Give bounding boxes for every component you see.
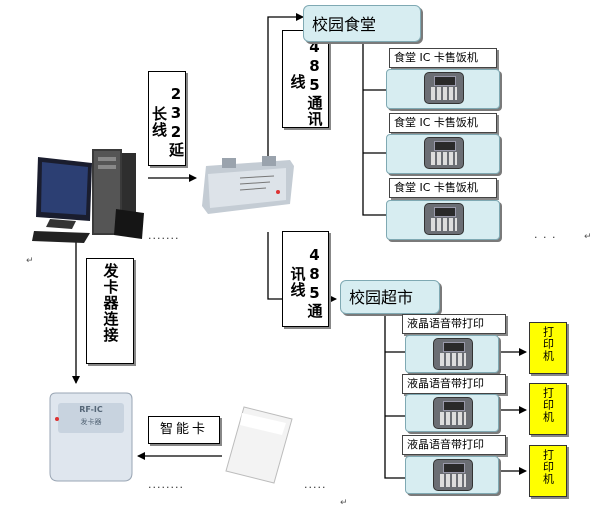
ellipsis-pc: ······· [148, 232, 180, 245]
pos-terminal-icon [424, 72, 464, 104]
pos-terminal-icon [433, 338, 473, 370]
supermarket-terminal-text-2: 液晶语音带打印 [407, 377, 484, 390]
canteen-terminal-label-3: 食堂 IC 卡售饭机 [389, 178, 497, 198]
canteen-header: 校园食堂 [303, 5, 421, 42]
rs485-top-text: 485通讯线 [288, 37, 324, 127]
pos-terminal-icon [433, 397, 473, 429]
supermarket-terminal-1 [405, 335, 499, 373]
canteen-terminal-1 [386, 69, 500, 109]
printer-text-3: 打印机 [541, 449, 555, 485]
canteen-terminal-text-3: 食堂 IC 卡售饭机 [394, 181, 478, 194]
pos-terminal-icon [433, 459, 473, 491]
printer-text-1: 打印机 [541, 326, 555, 362]
reader-name: 发卡器 [80, 418, 102, 426]
ellipsis-canteen: · · · [534, 231, 557, 244]
rs485-bottom-label: 485通讯线 [282, 231, 329, 327]
pos-terminal-icon [424, 137, 464, 169]
smart-card-icon [222, 405, 294, 485]
rs485-top-label: 485通讯线 [282, 30, 329, 128]
rs485-bottom-text: 485通讯线 [288, 245, 324, 319]
supermarket-terminal-label-3: 液晶语音带打印 [402, 435, 506, 455]
supermarket-terminal-label-2: 液晶语音带打印 [402, 374, 506, 394]
canteen-terminal-text-2: 食堂 IC 卡售饭机 [394, 116, 478, 129]
ellipsis-reader: ········ [148, 481, 184, 494]
supermarket-terminal-text-1: 液晶语音带打印 [407, 317, 484, 330]
supermarket-terminal-label-1: 液晶语音带打印 [402, 314, 506, 334]
reader-brand: RF-IC [79, 405, 103, 414]
rs232-rs485-converter-icon [200, 156, 296, 220]
supermarket-title: 校园超市 [349, 288, 414, 307]
supermarket-terminal-3 [405, 456, 499, 494]
canteen-terminal-2 [386, 134, 500, 174]
rs232-extension-text: 232延长线 [150, 85, 185, 158]
smart-card-label: 智能卡 [148, 416, 220, 444]
canteen-terminal-label-1: 食堂 IC 卡售饭机 [389, 48, 497, 68]
printer-1: 打印机 [529, 322, 567, 374]
canteen-terminal-3 [386, 200, 500, 240]
card-reader-icon: RF-IC 发卡器 [48, 389, 134, 485]
canteen-title: 校园食堂 [312, 15, 377, 34]
canteen-terminal-label-2: 食堂 IC 卡售饭机 [389, 113, 497, 133]
canteen-terminal-text-1: 食堂 IC 卡售饭机 [394, 51, 478, 64]
printer-text-2: 打印机 [541, 387, 555, 423]
supermarket-header: 校园超市 [340, 280, 440, 314]
ellipsis-card: ····· [304, 481, 327, 494]
card-issuer-connection-text: 发卡器连接 [101, 263, 120, 343]
printer-3: 打印机 [529, 445, 567, 497]
smart-card-text: 智能卡 [159, 422, 208, 437]
return-mark: ↵ [584, 232, 592, 242]
supermarket-terminal-2 [405, 394, 499, 432]
return-mark: ↵ [340, 498, 348, 508]
printer-2: 打印机 [529, 383, 567, 435]
desktop-computer-icon [32, 147, 144, 247]
rs232-extension-label: 232延长线 [148, 71, 186, 166]
pos-terminal-icon [424, 203, 464, 235]
card-issuer-connection-label: 发卡器连接 [86, 258, 134, 364]
return-mark: ↵ [26, 256, 34, 266]
supermarket-terminal-text-3: 液晶语音带打印 [407, 438, 484, 451]
